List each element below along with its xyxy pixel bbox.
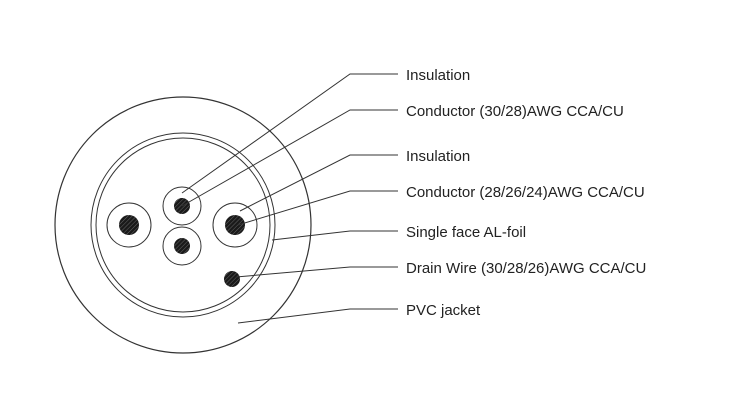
al-foil-inner-ring <box>95 137 271 313</box>
right-conductor <box>225 215 245 235</box>
label-insulation-outer: Insulation <box>406 67 470 84</box>
al-foil-outer-ring <box>90 132 276 318</box>
label-drain-wire: Drain Wire (30/28/26)AWG CCA/CU <box>406 260 646 277</box>
leader-pvc-jacket <box>237 308 398 324</box>
pvc-jacket-outline <box>54 96 312 354</box>
leader-insulation-inner <box>239 154 398 212</box>
leader-insulation-outer <box>181 73 398 194</box>
bottom-small-insulation <box>162 226 202 266</box>
leader-drain-wire <box>235 266 398 278</box>
label-insulation-inner: Insulation <box>406 148 470 165</box>
leader-conductor-small <box>181 109 398 207</box>
left-conductor <box>119 215 139 235</box>
top-small-insulation <box>162 186 202 226</box>
leader-conductor-large <box>237 190 398 226</box>
label-conductor-large: Conductor (28/26/24)AWG CCA/CU <box>406 184 645 201</box>
bottom-small-conductor <box>174 238 190 254</box>
right-insulation <box>212 202 258 248</box>
leader-al-foil <box>271 230 398 241</box>
drain-wire <box>224 271 240 287</box>
left-insulation <box>106 202 152 248</box>
label-pvc-jacket: PVC jacket <box>406 302 481 319</box>
label-conductor-small: Conductor (30/28)AWG CCA/CU <box>406 103 624 120</box>
label-al-foil: Single face AL-foil <box>406 224 526 241</box>
